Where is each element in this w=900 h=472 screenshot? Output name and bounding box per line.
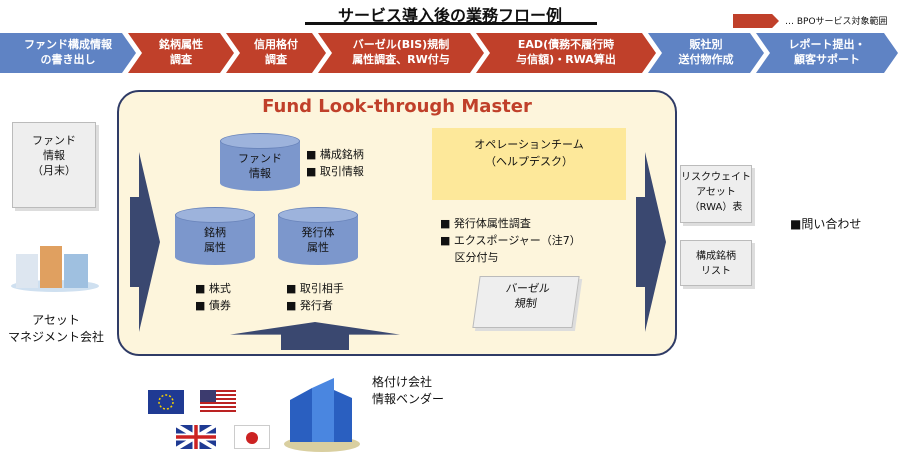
fund-info-document: ファンド 情報 （月末） [12, 122, 96, 208]
security-attribute-database: 銘柄 属性 [175, 207, 255, 271]
flow-step-3: 信用格付 調査 [226, 33, 326, 73]
building-icon [10, 240, 100, 292]
asset-management-label: アセット マネジメント会社 [7, 313, 104, 344]
security-items: ■ 株式 ■ 債券 [195, 282, 231, 312]
rwa-table-document: リスクウェイト アセット （RWA）表 [680, 165, 752, 223]
flow-step-7: レポート提出・ 顧客サポート [756, 33, 898, 73]
operations-items: ■ 発行体属性調査 ■ エクスポージャー（注7） 区分付与 [440, 217, 581, 264]
inquiry-label: ■問い合わせ [790, 217, 862, 231]
basel-regulation-document: バーゼル 規制 [472, 276, 580, 328]
flow-step-5: EAD(債務不履行時 与信額)・RWA算出 [476, 33, 656, 73]
flow-step-1: ファンド構成情報 の書き出し [0, 33, 136, 73]
legend-arrow [733, 14, 779, 28]
eu-flag-icon [148, 390, 184, 414]
rating-agencies-label: 格付け会社 情報ベンダー [372, 375, 445, 406]
japan-flag-icon [234, 425, 270, 449]
operations-team-box: オペレーションチーム （ヘルプデスク） [432, 128, 626, 200]
constituent-list-document: 構成銘柄 リスト [680, 240, 752, 286]
db-label: ファンド 情報 [238, 152, 282, 181]
title-underline [305, 22, 597, 25]
vendor-building-icon [282, 370, 362, 454]
page-title: サービス導入後の業務フロー例 [337, 6, 562, 25]
fund-info-items: ■ 構成銘柄 ■ 取引情報 [306, 148, 364, 178]
us-flag-icon [200, 390, 236, 414]
db-label: 銘柄 属性 [204, 226, 226, 255]
uk-flag-icon [174, 423, 218, 451]
flow-step-6: 販社別 送付物作成 [648, 33, 764, 73]
flow-step-2: 銘柄属性 調査 [128, 33, 234, 73]
issuer-attribute-database: 発行体 属性 [278, 207, 358, 271]
db-label: 発行体 属性 [301, 226, 335, 255]
fund-info-database: ファンド 情報 [220, 133, 300, 197]
master-title: Fund Look-through Master [262, 96, 532, 117]
flow-step-4: バーゼル(BIS)規制 属性調査、RW付与 [318, 33, 484, 73]
issuer-items: ■ 取引相手 ■ 発行者 [286, 282, 344, 312]
legend-label: … BPOサービス対象範囲 [785, 17, 888, 27]
